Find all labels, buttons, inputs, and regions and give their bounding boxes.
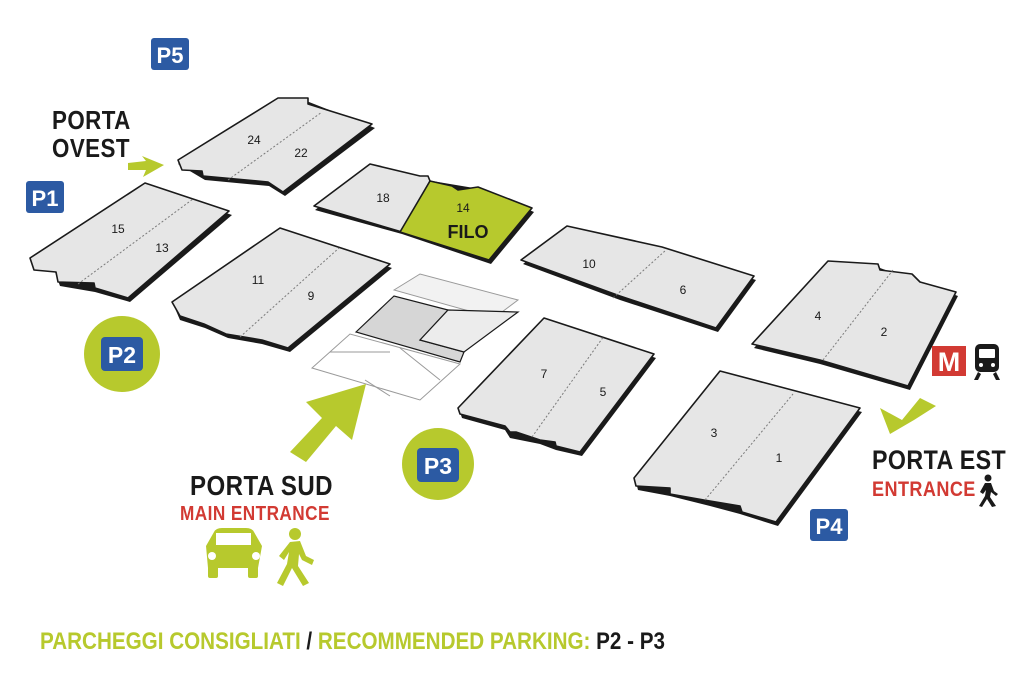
hall-number: 11 <box>252 273 265 287</box>
parking-label: P1 <box>32 186 59 211</box>
parking-p5[interactable]: P5 <box>151 38 189 70</box>
parking-p1[interactable]: P1 <box>26 181 64 213</box>
hall-number: 3 <box>711 426 718 440</box>
main-entrance-label: MAIN ENTRANCE <box>180 503 330 525</box>
car-icon <box>206 528 262 578</box>
hall-3-1[interactable]: 3 1 <box>633 370 862 526</box>
hall-4-2[interactable]: 4 2 <box>751 260 958 390</box>
parking-p3[interactable]: P3 <box>402 428 474 500</box>
hall-number: 15 <box>111 222 125 236</box>
metro-icon: M <box>932 346 966 377</box>
hall-15-13[interactable]: 15 13 <box>29 182 232 302</box>
filo-highlight <box>399 180 533 261</box>
hall-24-22[interactable]: 24 22 <box>177 97 375 196</box>
parking-label: P3 <box>424 453 452 479</box>
hall-number: 14 <box>456 201 470 215</box>
hall-number: 13 <box>155 241 169 255</box>
hall-number: 7 <box>541 367 548 381</box>
central-building <box>310 273 520 401</box>
footer-italian: PARCHEGGI CONSIGLIATI <box>40 628 301 655</box>
hall-number: 9 <box>308 289 315 303</box>
footer-english: RECOMMENDED PARKING: <box>317 628 591 655</box>
recommended-parking-footer: PARCHEGGI CONSIGLIATI / RECOMMENDED PARK… <box>40 628 665 656</box>
entrance-plaza <box>310 333 462 401</box>
hall-18-14[interactable]: 18 14 FILO <box>313 163 534 264</box>
svg-text:M: M <box>938 347 961 377</box>
hall-number: 18 <box>376 191 390 205</box>
hall-number: 4 <box>815 309 822 323</box>
arrow-porta-ovest-icon <box>128 156 164 177</box>
porta-ovest-line1: PORTA <box>52 105 131 135</box>
hall-number: 24 <box>247 133 261 147</box>
hall-10-6[interactable]: 10 6 <box>520 225 756 332</box>
entrance-label: ENTRANCE <box>872 478 976 501</box>
hall-number: 22 <box>294 146 308 160</box>
parking-label: P5 <box>157 43 184 68</box>
hall-number: 1 <box>776 451 783 465</box>
parking-p2[interactable]: P2 <box>84 316 160 392</box>
parking-label: P2 <box>108 342 136 368</box>
footer-parking-values: P2 - P3 <box>590 628 666 655</box>
hall-number: 10 <box>582 257 596 271</box>
footer-separator: / <box>300 628 318 655</box>
filo-label: FILO <box>448 222 489 242</box>
porta-ovest-line2: OVEST <box>52 133 130 163</box>
hall-number: 2 <box>881 325 888 339</box>
parking-label: P4 <box>816 514 844 539</box>
parking-p4[interactable]: P4 <box>810 509 848 541</box>
arrow-porta-est-icon <box>880 398 936 434</box>
hall-number: 5 <box>600 385 607 399</box>
hall-number: 6 <box>680 283 687 297</box>
small-walking-person-icon <box>979 474 998 507</box>
train-icon <box>974 344 1000 380</box>
porta-sud-label: PORTA SUD <box>190 470 334 501</box>
hall-11-9[interactable]: 11 9 <box>171 227 392 352</box>
porta-est-label: PORTA EST <box>872 445 1007 475</box>
arrow-porta-sud-icon <box>290 384 366 462</box>
walking-person-icon <box>277 528 314 586</box>
hall-7-5[interactable]: 7 5 <box>457 317 656 456</box>
